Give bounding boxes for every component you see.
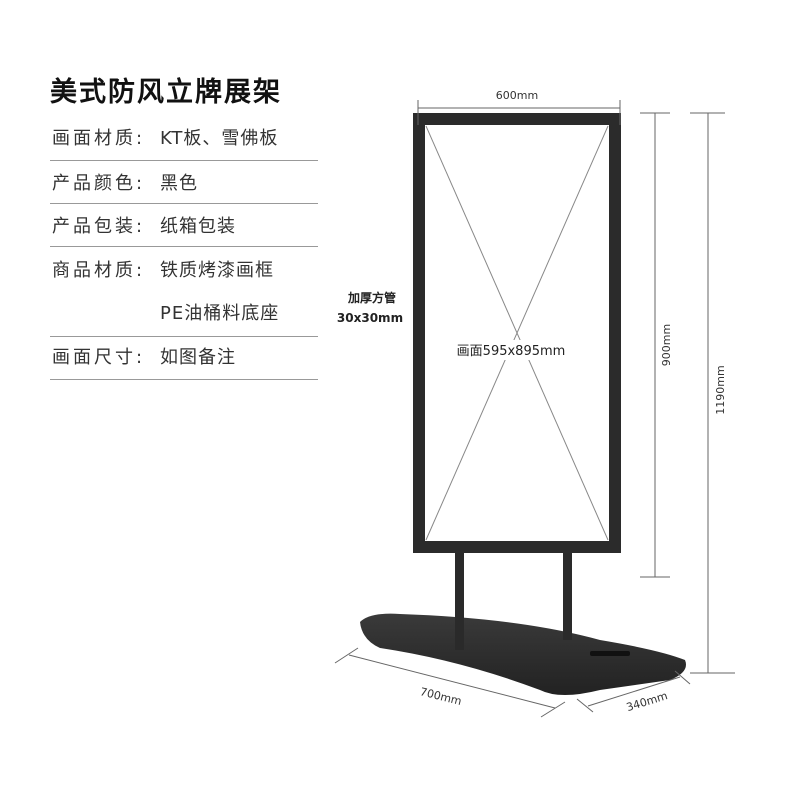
spec-value: KT板、雪佛板: [160, 128, 279, 149]
spec-value: 如图备注: [160, 347, 236, 368]
tube-size-label: 30x30mm: [337, 311, 403, 325]
divider: [50, 160, 318, 161]
divider: [50, 246, 318, 247]
dimension-lines: [334, 100, 735, 718]
stand-post-left: [455, 550, 464, 650]
divider: [50, 379, 318, 380]
spec-row-product-material: 商品材质: 铁质烤漆画框: [52, 256, 273, 282]
spec-value: 黑色: [160, 173, 198, 194]
spec-label: 商品材质:: [52, 260, 146, 281]
spec-value: 铁质烤漆画框: [160, 260, 274, 281]
stand-frame: [413, 113, 621, 553]
spec-label: 产品颜色:: [52, 173, 146, 194]
screen-size-label: 画面595x895mm: [457, 344, 566, 359]
spec-value: PE油桶料底座: [160, 303, 280, 324]
tube-label: 加厚方管: [347, 290, 396, 305]
base-length-label: 700mm: [419, 685, 463, 708]
frame-height-label: 900mm: [660, 324, 673, 366]
spec-row-color: 产品颜色: 黑色: [52, 169, 197, 195]
product-title: 美式防风立牌展架: [50, 77, 282, 108]
divider: [50, 336, 318, 337]
spec-value: 纸箱包装: [160, 216, 236, 237]
width-label: 600mm: [496, 89, 538, 102]
total-height-label: 1190mm: [714, 365, 727, 414]
spec-label: 画面尺寸:: [52, 347, 146, 368]
spec-row-packaging: 产品包装: 纸箱包装: [52, 212, 235, 238]
screen-label-backdrop: [470, 340, 570, 360]
base-depth-label: 340mm: [625, 689, 669, 714]
spec-row-size: 画面尺寸: 如图备注: [52, 343, 235, 369]
stand-base: [360, 613, 686, 695]
frame-diagonal: [425, 125, 609, 541]
base-handle: [590, 651, 630, 656]
stand-post-right: [563, 550, 572, 640]
divider: [50, 203, 318, 204]
spec-row-material: 画面材质: KT板、雪佛板: [52, 124, 277, 150]
spec-label: 画面材质:: [52, 128, 146, 149]
spec-label: 产品包装:: [52, 216, 146, 237]
